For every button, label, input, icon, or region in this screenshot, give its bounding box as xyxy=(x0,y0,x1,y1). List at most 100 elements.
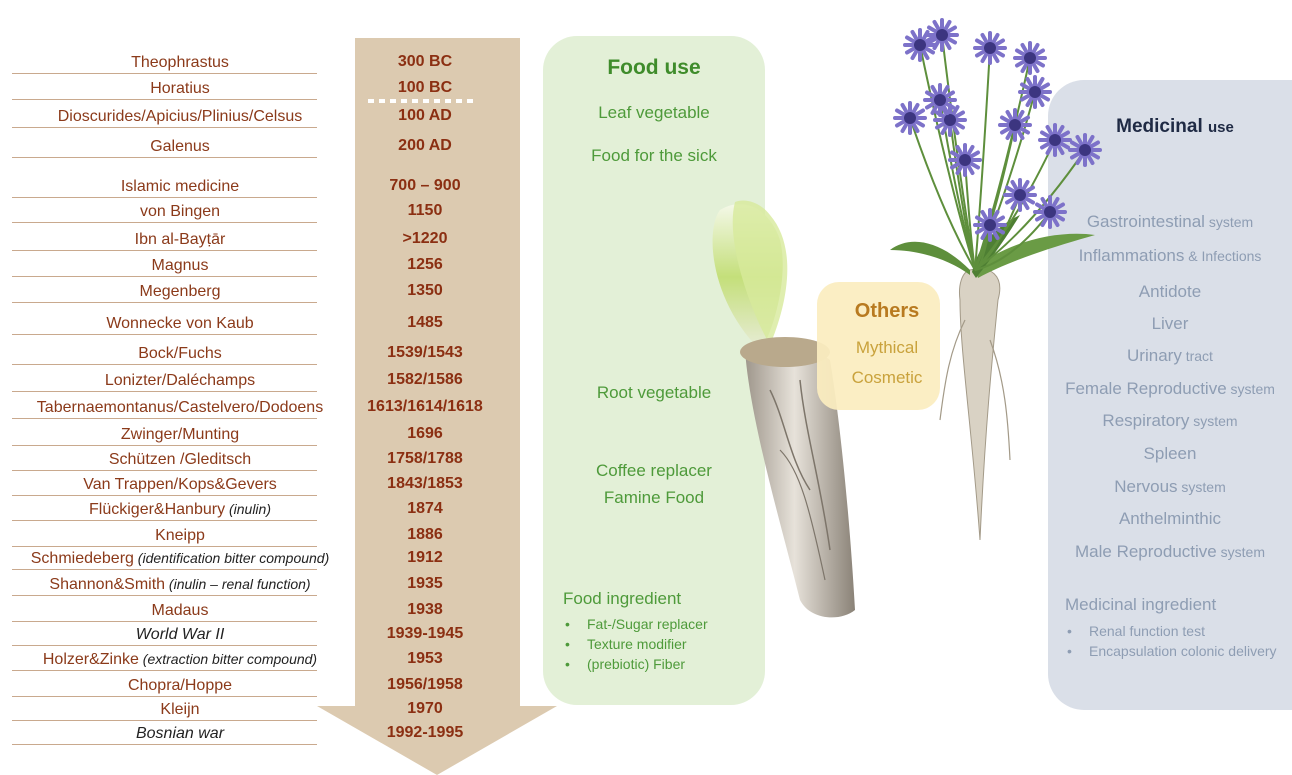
timeline-underline xyxy=(12,302,317,303)
plant-flowers xyxy=(895,20,1100,240)
timeline-name-text: Chopra/Hoppe xyxy=(128,677,232,694)
timeline-name: Tabernaemontanus/Castelvero/Dodoens xyxy=(0,399,360,417)
timeline-underline xyxy=(12,157,317,158)
timeline-name: Chopra/Hoppe xyxy=(0,677,360,695)
timeline-year: 1696 xyxy=(355,425,495,443)
timeline-name: Flückiger&Hanbury (inulin) xyxy=(0,501,360,519)
chicory-flower xyxy=(1015,43,1045,73)
medicinal-item-sub: system xyxy=(1227,381,1275,397)
timeline-name-text: Schmiedeberg xyxy=(31,550,134,567)
timeline-name: Theophrastus xyxy=(0,54,360,72)
timeline-name-text: Wonnecke von Kaub xyxy=(106,315,253,332)
timeline-underline xyxy=(12,197,317,198)
medicinal-item-main: Anthelminthic xyxy=(1119,509,1221,528)
timeline-name-text: von Bingen xyxy=(140,203,220,220)
timeline-year: 200 AD xyxy=(355,137,495,155)
timeline-underline xyxy=(12,250,317,251)
plant-root-shape xyxy=(959,269,999,540)
food-ingredient-title: Food ingredient xyxy=(563,589,681,609)
medicinal-ingredient-item: Encapsulation colonic delivery xyxy=(1063,641,1278,661)
timeline-name-note: (inulin – renal function) xyxy=(165,576,311,592)
timeline-name: Kleijn xyxy=(0,701,360,719)
timeline-year: 1953 xyxy=(355,650,495,668)
timeline-name: Madaus xyxy=(0,602,360,620)
timeline-underline xyxy=(12,364,317,365)
timeline-name-note: (identification bitter compound) xyxy=(134,550,329,566)
food-ingredient-list: Fat-/Sugar replacer Texture modifier (pr… xyxy=(561,614,708,674)
timeline-name-text: Magnus xyxy=(152,257,209,274)
chicory-flower xyxy=(1005,180,1035,210)
timeline-name-text: World War II xyxy=(136,626,225,643)
timeline-name: Bosnian war xyxy=(0,725,360,743)
timeline-name-text: Galenus xyxy=(150,138,210,155)
timeline-year: 700 – 900 xyxy=(355,177,495,195)
timeline-underline xyxy=(12,276,317,277)
timeline-name: Shannon&Smith (inulin – renal function) xyxy=(0,576,360,594)
timeline-underline xyxy=(12,645,317,646)
timeline-year: 1350 xyxy=(355,282,495,300)
timeline-name-note: (extraction bitter compound) xyxy=(139,651,317,667)
timeline-name-text: Bosnian war xyxy=(136,725,224,742)
timeline-underline xyxy=(12,334,317,335)
chicory-flower xyxy=(1000,110,1030,140)
chicory-flower xyxy=(1040,125,1070,155)
medicinal-item-main: Antidote xyxy=(1139,282,1201,301)
timeline-underline xyxy=(12,445,317,446)
timeline-name-text: Bock/Fuchs xyxy=(138,345,222,362)
timeline-year: 1150 xyxy=(355,202,495,220)
medicinal-item-main: Spleen xyxy=(1144,444,1197,463)
medicinal-title-rest: use xyxy=(1208,119,1234,136)
medicinal-ingredient-list: Renal function test Encapsulation coloni… xyxy=(1063,621,1278,661)
food-ingredient-item: Texture modifier xyxy=(561,634,708,654)
timeline-name-text: Holzer&Zinke xyxy=(43,651,139,668)
timeline-underline xyxy=(12,418,317,419)
food-use-title: Food use xyxy=(543,56,765,80)
timeline-year: 100 AD xyxy=(355,107,495,125)
timeline-underline xyxy=(12,569,317,570)
timeline-year: 1874 xyxy=(355,500,495,518)
timeline-underline xyxy=(12,520,317,521)
timeline-underline xyxy=(12,495,317,496)
medicinal-item-main: Nervous xyxy=(1114,477,1177,496)
plant-leaf-shape xyxy=(890,242,970,275)
timeline-name-text: Ibn al-Bayṭār xyxy=(135,231,226,248)
timeline-name: von Bingen xyxy=(0,203,360,221)
timeline-name-text: Madaus xyxy=(152,602,209,619)
food-item-food-for-the-sick: Food for the sick xyxy=(543,146,765,166)
timeline-name-text: Schützen /Gleditsch xyxy=(109,451,251,468)
timeline-year: 1485 xyxy=(355,314,495,332)
chicory-flower xyxy=(1035,197,1065,227)
timeline-year: 300 BC xyxy=(355,53,495,71)
chicory-flower xyxy=(1070,135,1100,165)
timeline-underline xyxy=(12,621,317,622)
timeline-name-text: Theophrastus xyxy=(131,54,229,71)
chicory-flower xyxy=(975,33,1005,63)
timeline-name: Schützen /Gleditsch xyxy=(0,451,360,469)
timeline-underline xyxy=(12,73,317,74)
chicory-plant-illustration xyxy=(880,0,1120,560)
timeline-name: Holzer&Zinke (extraction bitter compound… xyxy=(0,651,360,669)
timeline-name-text: Zwinger/Munting xyxy=(121,426,239,443)
timeline-name-text: Van Trappen/Kops&Gevers xyxy=(83,476,277,493)
timeline-name-text: Islamic medicine xyxy=(121,178,239,195)
timeline-name: Schmiedeberg (identification bitter comp… xyxy=(0,550,360,568)
timeline-year: 1956/1958 xyxy=(355,676,495,694)
timeline-name: World War II xyxy=(0,626,360,644)
timeline-year: 1939-1945 xyxy=(355,625,495,643)
medicinal-title-bold: Medicinal xyxy=(1116,116,1203,137)
timeline-underline xyxy=(12,546,317,547)
timeline-name-text: Shannon&Smith xyxy=(49,576,165,593)
timeline-underline xyxy=(12,391,317,392)
medicinal-item-sub: system xyxy=(1189,413,1237,429)
timeline-name: Lonizter/Daléchamps xyxy=(0,372,360,390)
plant-root-hair xyxy=(990,340,1010,460)
timeline-name: Van Trappen/Kops&Gevers xyxy=(0,476,360,494)
timeline-name: Dioscurides/Apicius/Plinius/Celsus xyxy=(0,108,360,126)
medicinal-item-sub: system xyxy=(1217,544,1265,560)
timeline-year: 1256 xyxy=(355,256,495,274)
timeline-underline xyxy=(12,127,317,128)
timeline-name-text: Flückiger&Hanbury xyxy=(89,501,225,518)
timeline-underline xyxy=(12,99,317,100)
timeline-name: Zwinger/Munting xyxy=(0,426,360,444)
timeline-year: 1582/1586 xyxy=(355,371,495,389)
